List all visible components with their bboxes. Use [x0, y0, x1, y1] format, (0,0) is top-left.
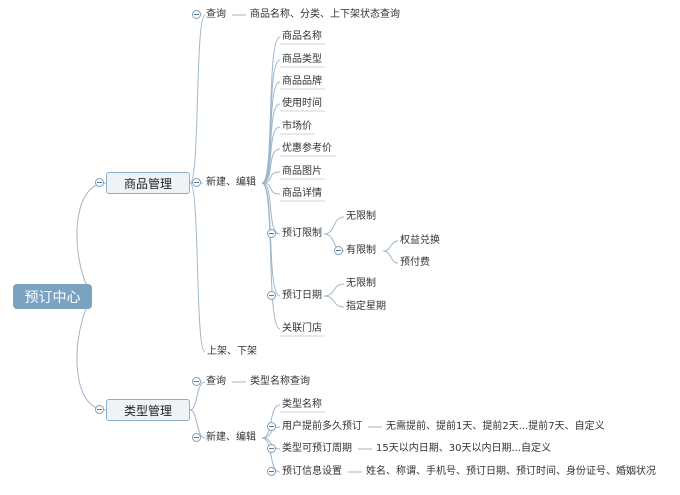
advance-booking-desc[interactable]: 无需提前、提前1天、提前2天...提前7天、自定义 [386, 421, 605, 432]
type-query-node[interactable]: 查询 [206, 376, 226, 387]
field-goods-image[interactable]: 商品图片 [282, 166, 322, 177]
goods-management-label: 商品管理 [123, 176, 172, 191]
booking-limit-node[interactable]: 预订限制 [282, 228, 322, 239]
goods-query-desc[interactable]: 商品名称、分类、上下架状态查询 [250, 9, 400, 20]
field-booking-info[interactable]: 预订信息设置 [282, 466, 342, 477]
limit-option-prepaid[interactable]: 预付费 [400, 257, 430, 268]
field-goods-brand[interactable]: 商品品牌 [282, 76, 322, 87]
field-linked-store[interactable]: 关联门店 [282, 323, 322, 334]
date-option-none[interactable]: 无限制 [346, 278, 376, 289]
collapse-goods-query-toggle[interactable] [192, 10, 201, 19]
date-option-weekday[interactable]: 指定星期 [346, 301, 386, 312]
collapse-type-query-toggle[interactable] [192, 377, 201, 386]
field-market-price[interactable]: 市场价 [282, 121, 312, 132]
collapse-advance-toggle[interactable] [267, 422, 276, 431]
field-goods-type[interactable]: 商品类型 [282, 54, 322, 65]
field-goods-name[interactable]: 商品名称 [282, 31, 322, 42]
collapse-types-toggle[interactable] [95, 405, 104, 414]
booking-date-node[interactable]: 预订日期 [282, 290, 322, 301]
field-booking-period[interactable]: 类型可预订周期 [282, 443, 352, 454]
limit-has-node[interactable]: 有限制 [346, 245, 376, 256]
goods-query-node[interactable]: 查询 [206, 9, 226, 20]
collapse-type-edit-toggle[interactable] [192, 433, 201, 442]
type-query-desc[interactable]: 类型名称查询 [250, 376, 310, 387]
root-label: 预订中心 [24, 289, 81, 306]
booking-period-desc[interactable]: 15天以内日期、30天以内日期...自定义 [376, 443, 551, 454]
field-type-name[interactable]: 类型名称 [282, 399, 322, 410]
goods-edit-node[interactable]: 新建、编辑 [206, 177, 256, 188]
collapse-limit-toggle[interactable] [267, 229, 276, 238]
limit-none-node[interactable]: 无限制 [346, 211, 376, 222]
collapse-period-toggle[interactable] [267, 444, 276, 453]
goods-shelf-node[interactable]: 上架、下架 [207, 346, 257, 357]
field-goods-detail[interactable]: 商品详情 [282, 188, 322, 199]
type-management-node[interactable]: 类型管理 [106, 399, 190, 421]
collapse-goods-edit-toggle[interactable] [192, 178, 201, 187]
type-edit-node[interactable]: 新建、编辑 [206, 432, 256, 443]
type-management-label: 类型管理 [123, 403, 172, 418]
root-node[interactable]: 预订中心 [13, 284, 92, 309]
field-advance-booking[interactable]: 用户提前多久预订 [282, 421, 362, 432]
limit-option-points[interactable]: 权益兑换 [400, 235, 440, 246]
field-usage-time[interactable]: 使用时间 [282, 98, 322, 109]
booking-info-desc[interactable]: 姓名、称谓、手机号、预订日期、预订时间、身份证号、婚姻状况 [366, 466, 656, 477]
collapse-goods-toggle[interactable] [95, 178, 104, 187]
field-discount-price[interactable]: 优惠参考价 [282, 143, 332, 154]
collapse-info-toggle[interactable] [267, 467, 276, 476]
collapse-has-limit-toggle[interactable] [334, 246, 343, 255]
goods-management-node[interactable]: 商品管理 [106, 172, 190, 194]
collapse-date-toggle[interactable] [267, 291, 276, 300]
